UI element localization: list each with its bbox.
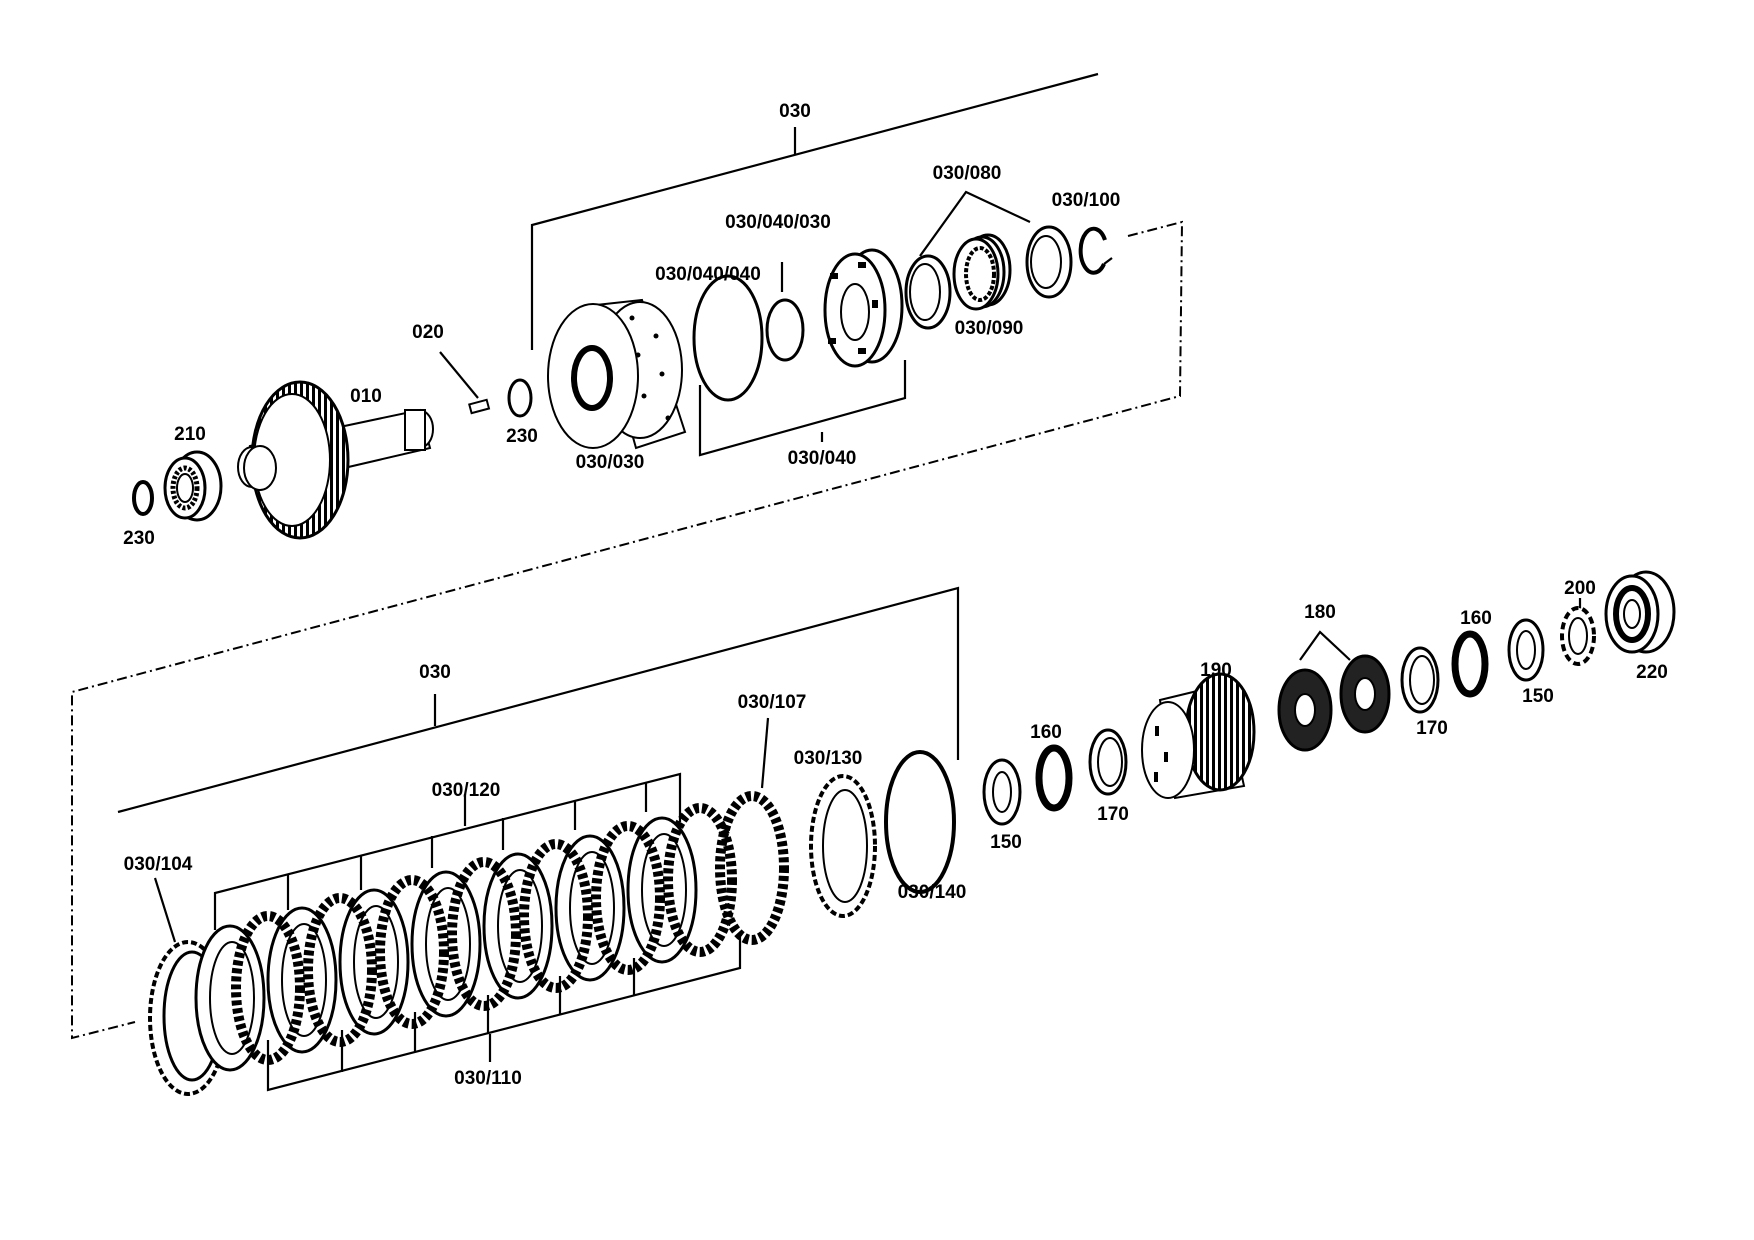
label-150-b: 150 xyxy=(1522,686,1554,707)
part-190-gear-hub[interactable] xyxy=(1141,672,1256,800)
label-180: 180 xyxy=(1304,602,1336,623)
part-230-snap-ring-left[interactable] xyxy=(132,480,154,516)
part-150-thrust-washer-a[interactable] xyxy=(982,758,1022,826)
label-010: 010 xyxy=(350,386,382,407)
part-020-pin[interactable] xyxy=(439,351,491,415)
label-170-b: 170 xyxy=(1416,718,1448,739)
part-030-080-disc-right[interactable] xyxy=(1025,225,1073,299)
label-190: 190 xyxy=(1200,660,1232,681)
part-150-thrust-washer-b[interactable] xyxy=(1507,618,1545,682)
label-030-040: 030/040 xyxy=(788,448,857,469)
label-030-top: 030 xyxy=(779,101,811,122)
part-180-needle-bearing-b[interactable] xyxy=(1339,654,1391,734)
part-030-040-piston[interactable] xyxy=(823,248,904,368)
bracket-030-120 xyxy=(213,772,682,930)
label-030-bottom: 030 xyxy=(419,662,451,683)
label-030-100: 030/100 xyxy=(1052,190,1121,211)
part-010-gear-shaft[interactable] xyxy=(237,380,434,540)
part-160-ring-a[interactable] xyxy=(1035,744,1073,812)
part-200-lock-washer[interactable] xyxy=(1560,598,1596,666)
part-030-100-snap-ring[interactable] xyxy=(1078,226,1113,275)
part-030-130-pressure-plate[interactable] xyxy=(809,774,877,918)
part-170-washer-b[interactable] xyxy=(1400,646,1440,714)
label-200: 200 xyxy=(1564,578,1596,599)
label-170-a: 170 xyxy=(1097,804,1129,825)
label-020: 020 xyxy=(412,322,444,343)
label-030-080: 030/080 xyxy=(933,163,1002,184)
part-170-washer-a[interactable] xyxy=(1088,728,1128,796)
label-030-030: 030/030 xyxy=(576,452,645,473)
part-030-030-clutch-drum[interactable] xyxy=(547,298,687,450)
leader-030-107 xyxy=(760,717,770,789)
label-150-a: 150 xyxy=(990,832,1022,853)
bracket-030-080 xyxy=(919,190,1031,257)
label-220: 220 xyxy=(1636,662,1668,683)
label-030-130: 030/130 xyxy=(794,748,863,769)
part-220-bearing[interactable] xyxy=(1604,570,1676,654)
part-030-140-o-ring[interactable] xyxy=(884,750,956,894)
label-030-090: 030/090 xyxy=(955,318,1024,339)
clutch-disc-pack[interactable] xyxy=(194,791,789,1072)
bracket-030-bottom xyxy=(117,586,960,814)
label-030-104: 030/104 xyxy=(124,854,193,875)
bracket-030-top xyxy=(530,72,1099,350)
label-030-120: 030/120 xyxy=(432,780,501,801)
part-030-040-030-seal-ring[interactable] xyxy=(765,262,805,362)
bracket-030-040 xyxy=(698,360,907,457)
label-030-110: 030/110 xyxy=(454,1068,522,1089)
part-210-bearing[interactable] xyxy=(163,450,223,522)
label-030-040-030: 030/040/030 xyxy=(725,212,831,233)
label-160-a: 160 xyxy=(1030,722,1062,743)
part-030-104-end-plate[interactable] xyxy=(148,877,228,1096)
label-030-140: 030/140 xyxy=(898,882,967,903)
label-160-b: 160 xyxy=(1460,608,1492,629)
part-030-080-disc-left[interactable] xyxy=(904,254,952,330)
connector-dashed-line xyxy=(71,220,1184,1040)
label-210: 210 xyxy=(174,424,206,445)
label-030-107: 030/107 xyxy=(738,692,807,713)
label-230-mid: 230 xyxy=(506,426,538,447)
part-160-ring-b[interactable] xyxy=(1451,630,1489,698)
part-230-snap-ring-mid[interactable] xyxy=(507,378,533,418)
part-030-040-040-o-ring[interactable] xyxy=(692,274,764,402)
label-030-040-040: 030/040/040 xyxy=(655,264,761,285)
part-030-090-spring-pack[interactable] xyxy=(952,233,1012,311)
part-180-needle-bearing-a[interactable] xyxy=(1277,668,1333,752)
label-230-left: 230 xyxy=(123,528,155,549)
bracket-180 xyxy=(1299,630,1351,661)
